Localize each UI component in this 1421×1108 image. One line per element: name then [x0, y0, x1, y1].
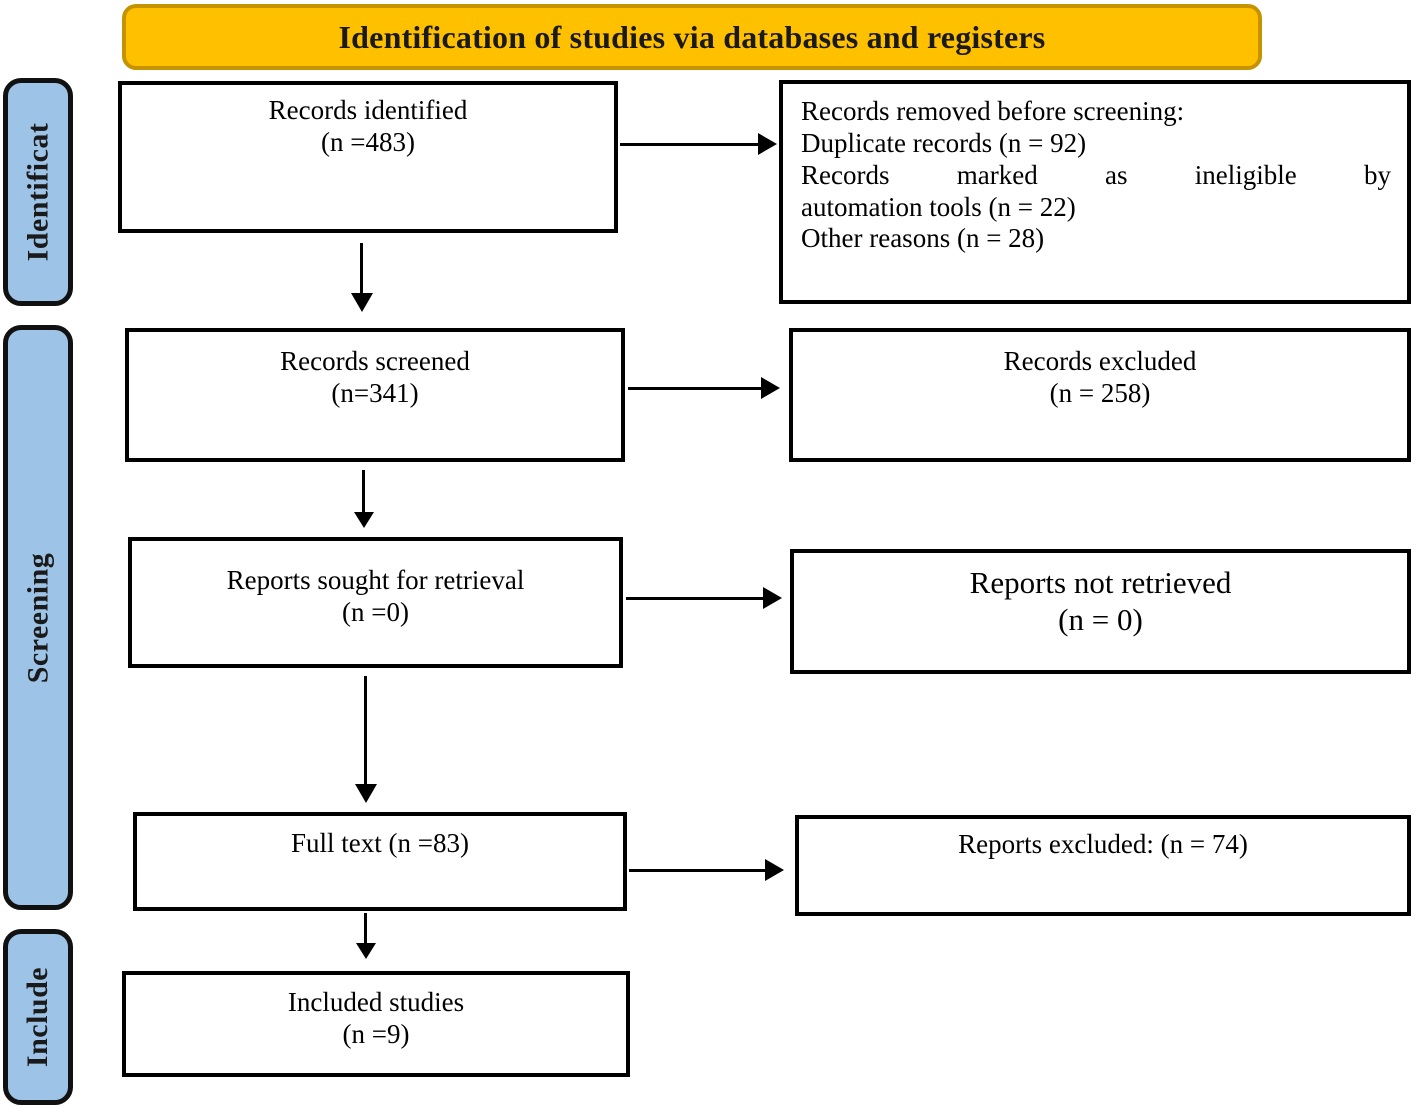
connector-screened-to-excluded [628, 387, 763, 390]
records-identified-line-1: Records identified [268, 95, 468, 125]
arrowhead-identified-to-screened [351, 293, 373, 312]
stage-label-screening: Screening [21, 552, 55, 683]
arrowhead-screened-to-sought [354, 512, 374, 528]
records-removed-line-4: automation tools (n = 22) [801, 191, 1076, 222]
connector-sought-to-full-text [364, 676, 367, 787]
box-records-excluded: Records excluded (n = 258) [789, 328, 1411, 462]
diagram-title-banner: Identification of studies via databases … [122, 4, 1262, 70]
records-excluded-line-1: Records excluded [1003, 346, 1197, 376]
records-removed-line-2: Duplicate records (n = 92) [801, 127, 1087, 158]
reports-sought-line-1: Reports sought for retrieval [226, 565, 525, 595]
included-studies-line-2: (n =9) [342, 1018, 410, 1049]
box-reports-excluded: Reports excluded: (n = 74) [795, 815, 1411, 916]
records-removed-line-1: Records removed before screening: [801, 96, 1185, 126]
box-reports-not-retrieved: Reports not retrieved (n = 0) [790, 549, 1411, 674]
records-excluded-line-2: (n = 258) [1049, 377, 1151, 408]
reports-not-retrieved-line-2: (n = 0) [1058, 601, 1143, 637]
arrowhead-screened-to-excluded [761, 377, 780, 399]
box-reports-sought: Reports sought for retrieval (n =0) [128, 537, 623, 668]
stage-label-included: Include [21, 966, 55, 1068]
box-records-removed: Records removed before screening: Duplic… [779, 80, 1411, 304]
stage-pill-screening: Screening [3, 325, 73, 910]
full-text-line-1: Full text (n =83) [291, 828, 469, 858]
arrowhead-full-text-to-included [356, 943, 376, 959]
stage-pill-included: Include [3, 929, 73, 1105]
arrowhead-sought-to-not-retrieved [763, 587, 782, 609]
records-removed-line-5: Other reasons (n = 28) [801, 223, 1045, 254]
reports-excluded-line-1: Reports excluded: (n = 74) [958, 829, 1248, 859]
connector-identified-to-removed [620, 143, 760, 146]
box-included-studies: Included studies (n =9) [122, 971, 630, 1077]
reports-not-retrieved-line-1: Reports not retrieved [969, 565, 1232, 600]
records-identified-line-2: (n =483) [321, 126, 415, 157]
arrowhead-full-text-to-reports-excluded [765, 859, 784, 881]
arrowhead-sought-to-full-text [355, 784, 377, 803]
arrowhead-identified-to-removed [758, 133, 777, 155]
stage-pill-identification: Identificat [3, 78, 73, 306]
records-screened-line-2: (n=341) [331, 377, 419, 408]
box-records-identified: Records identified (n =483) [118, 81, 618, 233]
records-screened-line-1: Records screened [280, 346, 470, 376]
box-records-screened: Records screened (n=341) [125, 328, 625, 462]
reports-sought-line-2: (n =0) [342, 596, 409, 627]
connector-screened-to-sought [362, 470, 365, 514]
connector-sought-to-not-retrieved [626, 597, 765, 600]
box-full-text: Full text (n =83) [133, 812, 627, 911]
connector-full-text-to-included [364, 913, 367, 945]
included-studies-line-1: Included studies [287, 987, 465, 1017]
connector-identified-to-screened [360, 243, 363, 295]
stage-label-identification: Identificat [21, 122, 55, 262]
connector-full-text-to-reports-excluded [629, 869, 767, 872]
diagram-title: Identification of studies via databases … [338, 18, 1046, 55]
